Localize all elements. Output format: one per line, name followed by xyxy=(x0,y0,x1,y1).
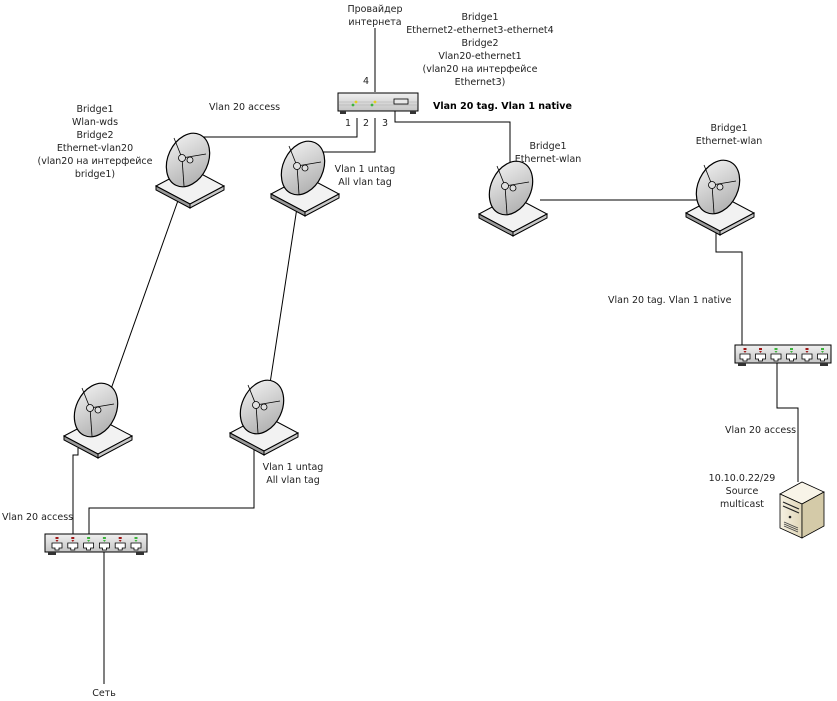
router-display xyxy=(393,98,409,105)
ap-top-left-antenna-icon[interactable] xyxy=(155,125,225,209)
switch-left-led-arrow-3 xyxy=(87,540,91,542)
link-router-port1-ap-top-left xyxy=(189,118,358,150)
switch-right[interactable] xyxy=(734,344,832,366)
link-wireless-left xyxy=(99,177,187,421)
label-ap-top-mid-mode: Vlan 1 untag All vlan tag xyxy=(334,164,396,188)
switch-left-led-4-green xyxy=(102,537,106,539)
switch-right-led-arrow-3 xyxy=(774,351,778,353)
ap-bottom-left-antenna-icon[interactable] xyxy=(63,375,133,459)
label-port-3: 3 xyxy=(381,118,389,129)
switch-right-led-3-green xyxy=(774,348,778,350)
router-led-1-yellow xyxy=(354,100,358,104)
link-ap-bottom-left-switch-left xyxy=(72,448,79,543)
label-bottom-ap-mode: Vlan 1 untag All vlan tag xyxy=(262,462,324,486)
label-main-router-config: Bridge1 Ethernet2-ethernet3-ethernet4 Br… xyxy=(406,12,554,88)
main-router[interactable] xyxy=(337,92,419,114)
label-ap-top-left-config: Bridge1 Wlan-wds Bridge2 Ethernet-vlan20… xyxy=(37,104,153,180)
ap-right-2-antenna-icon[interactable] xyxy=(685,152,755,236)
label-right-switch-uplink-mode: Vlan 20 tag. Vlan 1 native xyxy=(608,295,732,306)
switch-right-led-1-red xyxy=(743,348,747,350)
link-ap-right-2-switch-right xyxy=(715,228,743,350)
switch-left-led-arrow-1 xyxy=(55,540,59,542)
connections xyxy=(72,28,799,684)
switch-left-led-6-green xyxy=(134,537,138,539)
label-left-switch-mode: Vlan 20 access xyxy=(2,512,74,523)
link-ap-bottom-mid-switch-left xyxy=(88,450,255,543)
ap-bottom-mid-antenna-icon[interactable] xyxy=(229,372,299,456)
label-port-2: 2 xyxy=(362,118,370,129)
switch-right-led-5-red xyxy=(805,348,809,350)
switch-left-led-2-red xyxy=(71,537,75,539)
switch-right-led-arrow-6 xyxy=(821,351,824,353)
link-router-port3-ap-right-1 xyxy=(394,110,511,187)
switch-left-led-arrow-5 xyxy=(118,540,122,542)
ap-top-mid-antenna-icon[interactable] xyxy=(270,133,340,217)
switch-right-led-arrow-2 xyxy=(759,351,762,353)
ap-right-1-antenna-icon[interactable] xyxy=(478,153,548,237)
switch-left-led-3-green xyxy=(87,537,91,539)
label-server-info: 10.10.0.22/29 Source multicast xyxy=(708,473,776,510)
router-led-1-green xyxy=(351,103,355,107)
switch-left-led-1-red xyxy=(55,537,59,539)
switch-left[interactable] xyxy=(44,533,148,555)
switch-right-led-arrow-5 xyxy=(805,351,809,353)
router-led-2-green xyxy=(370,103,374,107)
label-provider: Провайдер интернета xyxy=(347,4,403,28)
switch-left-led-5-red xyxy=(118,537,122,539)
label-network: Сеть xyxy=(92,688,116,699)
switch-right-led-2-red xyxy=(759,348,762,350)
label-port-4: 4 xyxy=(362,76,370,87)
switch-left-led-arrow-2 xyxy=(71,540,75,542)
switch-right-led-arrow-1 xyxy=(743,351,747,353)
switch-right-led-arrow-4 xyxy=(790,351,793,353)
label-port-1: 1 xyxy=(344,118,352,129)
label-server-link-mode: Vlan 20 access xyxy=(725,425,797,436)
router-led-2-yellow xyxy=(373,100,377,104)
switch-left-led-arrow-4 xyxy=(102,540,106,542)
link-wireless-mid xyxy=(264,174,303,417)
label-ap-right-2-config: Bridge1 Ethernet-wlan xyxy=(695,123,763,147)
switch-left-led-arrow-6 xyxy=(134,540,138,542)
label-ap-right-1-config: Bridge1 Ethernet-wlan xyxy=(514,141,582,165)
link-switch-right-server xyxy=(776,358,799,482)
switch-right-led-6-green xyxy=(821,348,824,350)
label-port3-mode: Vlan 20 tag. Vlan 1 native xyxy=(433,101,572,112)
label-port1-mode: Vlan 20 access xyxy=(209,102,281,113)
server-multicast-icon[interactable] xyxy=(779,481,825,539)
switch-right-led-4-green xyxy=(790,348,793,350)
